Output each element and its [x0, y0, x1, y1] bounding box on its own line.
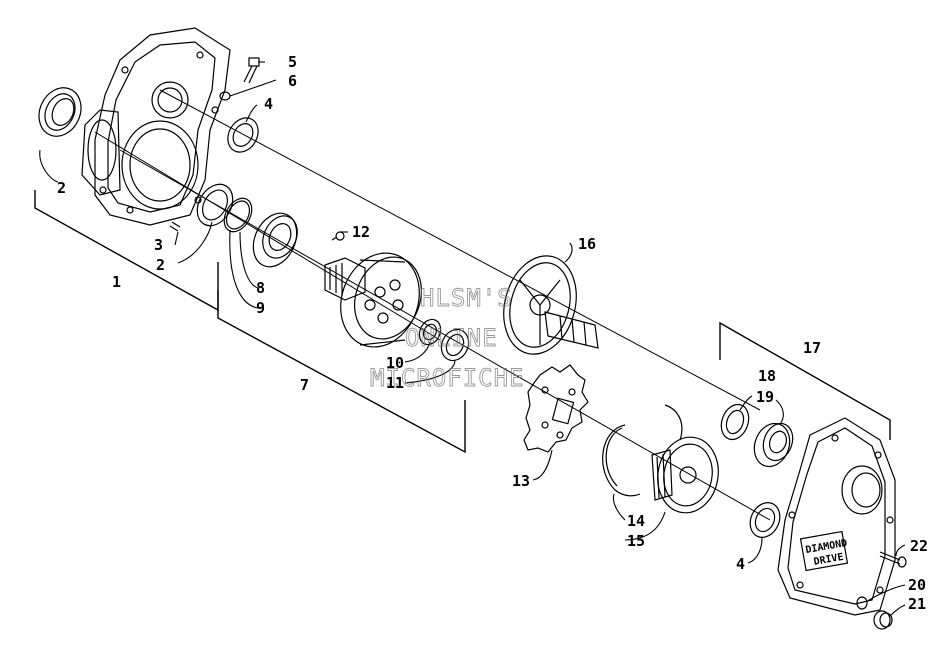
part-washer-10 [418, 318, 442, 346]
part-bearing-4-bottom [749, 502, 781, 538]
callout-6: 6 [288, 72, 297, 90]
bracket-group-17 [719, 321, 891, 440]
callout-9: 9 [256, 299, 265, 317]
callout-12: 12 [352, 223, 370, 241]
callout-14: 14 [627, 512, 645, 530]
part-gear-16 [503, 255, 599, 355]
bracket-group-7 [217, 262, 466, 454]
part-gear-15 [651, 436, 719, 514]
part-bearing-11 [440, 328, 470, 362]
part-screw-22 [879, 551, 907, 568]
part-snap-ring-14 [602, 404, 683, 497]
callout-16: 16 [578, 235, 596, 253]
part-bearing-8 [252, 212, 298, 268]
part-seal-2-right [196, 183, 234, 227]
part-washer-20 [856, 596, 868, 610]
part-bearing-4-top [227, 117, 259, 153]
cover-badge-line2: DRIVE [813, 552, 845, 568]
callout-21: 21 [908, 595, 926, 613]
part-seal-2-left [38, 87, 82, 137]
part-housing-1 [81, 27, 231, 226]
callout-22: 22 [910, 537, 928, 555]
callout-20: 20 [908, 576, 926, 594]
callout-18: 18 [758, 367, 776, 385]
callout-2-right: 2 [156, 256, 165, 274]
watermark-line3: MICROFICHE [370, 364, 525, 392]
callout-13: 13 [512, 472, 530, 490]
part-dowel-3 [169, 221, 181, 232]
part-cover-17: DIAMOND DRIVE [777, 417, 896, 616]
bracket-group-1 [34, 190, 219, 312]
callout-5: 5 [288, 53, 297, 71]
part-bearing-18 [753, 422, 794, 468]
leader-lines [39, 61, 906, 617]
part-gear-7 [324, 252, 422, 348]
callout-2-left: 2 [57, 179, 66, 197]
callout-11: 11 [386, 374, 404, 392]
callout-3: 3 [154, 236, 163, 254]
callout-7: 7 [300, 376, 309, 394]
part-nut-6 [219, 91, 231, 101]
part-sprocket-13 [523, 364, 589, 453]
callout-19: 19 [756, 388, 774, 406]
watermark-line1: HLSM'S [420, 284, 513, 312]
callout-15: 15 [627, 532, 645, 550]
callout-10: 10 [386, 354, 404, 372]
callout-4-top: 4 [264, 95, 273, 113]
callout-4-bottom: 4 [736, 555, 745, 573]
callout-17: 17 [803, 339, 821, 357]
part-screw-12 [331, 231, 345, 241]
callouts: 2 5 6 4 3 2 1 8 9 12 7 10 11 16 13 14 15… [57, 53, 928, 613]
watermark-line2: ONLINE [405, 324, 498, 352]
part-bolt-5 [243, 57, 260, 84]
part-plug-21 [873, 610, 893, 630]
callout-1: 1 [112, 273, 121, 291]
callout-8: 8 [256, 279, 265, 297]
part-seal-19 [720, 403, 750, 441]
part-snap-ring-9 [223, 197, 253, 233]
watermark: HLSM'S ONLINE MICROFICHE [370, 284, 525, 393]
